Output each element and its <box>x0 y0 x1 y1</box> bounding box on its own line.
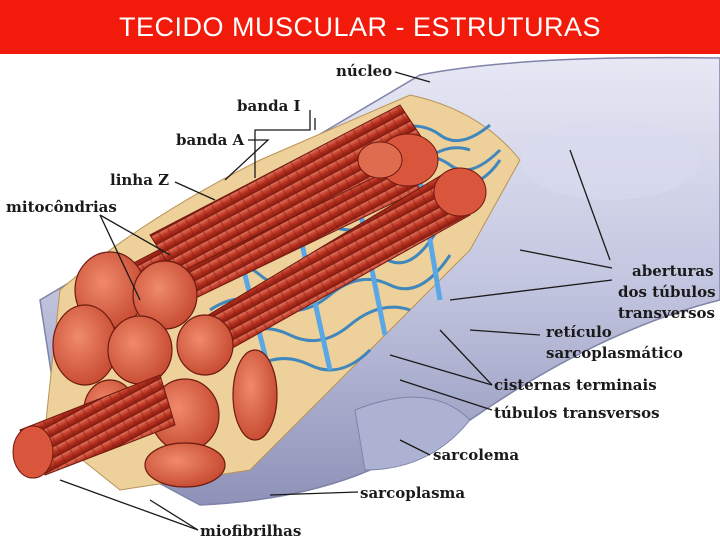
label-aberturas-1: aberturas <box>632 262 714 280</box>
label-linha-z: linha Z <box>110 171 169 189</box>
muscle-fiber-diagram: núcleo banda I banda A linha Z mitocôndr… <box>0 54 720 540</box>
label-aberturas-2: dos túbulos <box>618 283 716 301</box>
label-sarcolema: sarcolema <box>433 446 519 464</box>
label-banda-a: banda A <box>176 131 245 149</box>
label-miofibrilhas: miofibrilhas <box>200 522 301 540</box>
label-cisternas: cisternas terminais <box>494 376 657 394</box>
label-reticulo-2: sarcoplasmático <box>546 344 683 362</box>
label-tubulos: túbulos transversos <box>494 404 660 422</box>
page-title: TECIDO MUSCULAR - ESTRUTURAS <box>119 12 601 43</box>
label-aberturas-3: transversos <box>618 304 715 322</box>
label-nucleo: núcleo <box>336 62 392 80</box>
label-mitocondrias: mitocôndrias <box>6 198 117 216</box>
label-reticulo-1: retículo <box>546 323 612 341</box>
label-sarcoplasma: sarcoplasma <box>360 484 465 502</box>
title-bar: TECIDO MUSCULAR - ESTRUTURAS <box>0 0 720 54</box>
label-banda-i: banda I <box>237 97 301 115</box>
